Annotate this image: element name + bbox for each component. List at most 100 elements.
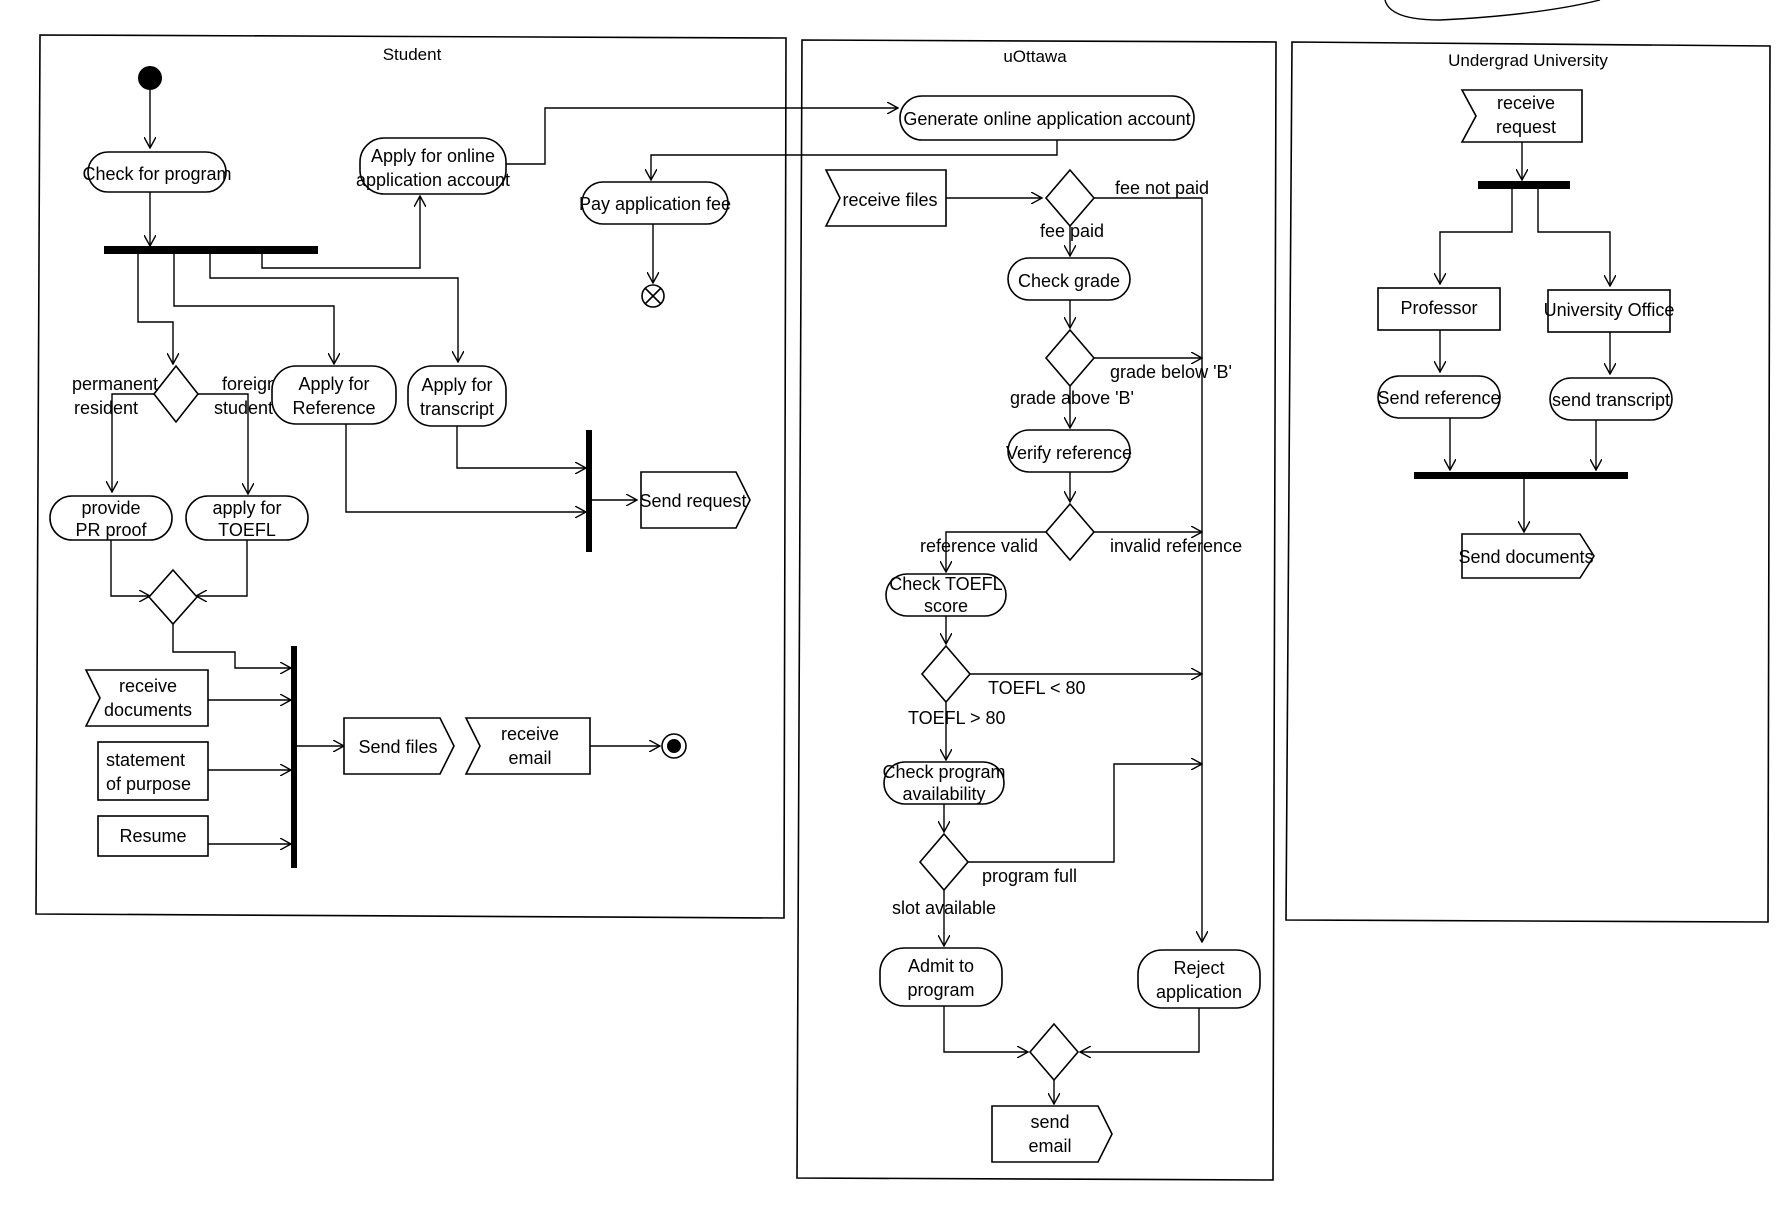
lane-undergrad: Undergrad University xyxy=(1285,41,1771,923)
svg-text:Check for program: Check for program xyxy=(82,164,231,184)
svg-text:PR proof: PR proof xyxy=(75,520,147,540)
accept-event-receive-files: receive files xyxy=(824,169,947,227)
activity-apply-toefl: apply for TOEFL xyxy=(185,495,309,541)
label-permanent: permanent xyxy=(72,374,158,394)
label-program-full: program full xyxy=(982,866,1077,886)
decision-availability xyxy=(918,832,970,892)
svg-text:Reference: Reference xyxy=(292,398,375,418)
svg-text:of purpose: of purpose xyxy=(106,774,191,794)
edge xyxy=(261,196,420,269)
svg-text:Admit to: Admit to xyxy=(908,956,974,976)
activity-reject: Reject application xyxy=(1137,949,1261,1009)
svg-text:receive: receive xyxy=(501,724,559,744)
lane-title-undergrad: Undergrad University xyxy=(1448,51,1608,70)
svg-text:provide: provide xyxy=(81,498,140,518)
edge xyxy=(946,531,1046,572)
edge xyxy=(110,540,150,596)
svg-text:University Office: University Office xyxy=(1544,300,1675,320)
send-signal-send-files: Send files xyxy=(343,717,455,775)
edge-reject-line xyxy=(1094,197,1202,942)
accept-event-receive-request: receive request xyxy=(1460,89,1583,143)
join-bar-files xyxy=(291,646,297,868)
svg-text:documents: documents xyxy=(104,700,192,720)
initial-node xyxy=(138,66,162,90)
edge xyxy=(651,140,1058,180)
activity-check-availability: Check program availability xyxy=(882,761,1006,805)
label-foreign: foreign xyxy=(222,374,277,394)
svg-text:Apply for online: Apply for online xyxy=(371,146,495,166)
flow-final-node xyxy=(641,284,665,308)
label-fee-paid: fee paid xyxy=(1040,221,1104,241)
activity-pr-proof: provide PR proof xyxy=(49,495,173,541)
activity-send-reference: Send reference xyxy=(1377,375,1501,419)
activity-generate-account: Generate online application account xyxy=(899,95,1195,141)
svg-text:apply for: apply for xyxy=(212,498,281,518)
join-bar-undergrad xyxy=(1414,472,1628,479)
svg-text:statement: statement xyxy=(106,750,185,770)
label-invalid-reference: invalid reference xyxy=(1110,536,1242,556)
lane-student: Student xyxy=(35,34,787,919)
object-resume: Resume xyxy=(97,815,209,857)
svg-text:Send files: Send files xyxy=(358,737,437,757)
object-university-office: University Office xyxy=(1544,289,1675,333)
svg-text:Check program: Check program xyxy=(882,762,1005,782)
activity-apply-transcript: Apply for transcript xyxy=(407,365,507,427)
edge xyxy=(172,624,291,668)
svg-text:send transcript: send transcript xyxy=(1552,390,1670,410)
merge-decision xyxy=(1028,1022,1080,1082)
lane-uottawa: uOttawa xyxy=(796,39,1277,1181)
activity-check-program: Check for program xyxy=(82,151,232,193)
edge xyxy=(137,254,173,364)
object-professor: Professor xyxy=(1377,287,1501,331)
edge xyxy=(198,393,248,494)
send-signal-send-email: send email xyxy=(991,1105,1113,1163)
svg-text:Send documents: Send documents xyxy=(1458,547,1593,567)
label-toefl-lt: TOEFL < 80 xyxy=(988,678,1086,698)
activity-final-node xyxy=(661,733,687,759)
send-signal-send-documents: Send documents xyxy=(1458,533,1595,579)
edge xyxy=(345,424,586,512)
label-student: student xyxy=(214,398,273,418)
svg-text:Resume: Resume xyxy=(119,826,186,846)
svg-text:request: request xyxy=(1496,117,1556,137)
svg-text:score: score xyxy=(924,596,968,616)
svg-text:application account: application account xyxy=(356,170,510,190)
label-fee-not-paid: fee not paid xyxy=(1115,178,1209,198)
svg-text:receive: receive xyxy=(119,676,177,696)
join-bar-requests xyxy=(586,430,592,552)
edge xyxy=(1440,189,1513,284)
svg-text:application: application xyxy=(1156,982,1242,1002)
decision-fee xyxy=(1044,168,1096,228)
decision-grade xyxy=(1044,328,1096,388)
svg-text:Check grade: Check grade xyxy=(1018,271,1120,291)
svg-text:TOEFL: TOEFL xyxy=(218,520,276,540)
svg-text:Pay application fee: Pay application fee xyxy=(579,194,731,214)
svg-text:Verify reference: Verify reference xyxy=(1006,443,1132,463)
edge xyxy=(943,1006,1028,1052)
fork-bar xyxy=(104,246,318,254)
svg-text:Check TOEFL: Check TOEFL xyxy=(889,574,1002,594)
sketch-stroke xyxy=(1384,0,1601,21)
activity-send-transcript: send transcript xyxy=(1549,377,1673,421)
activity-admit: Admit to program xyxy=(879,947,1003,1007)
decision-toefl xyxy=(920,644,972,704)
object-statement: statement of purpose xyxy=(97,741,209,801)
svg-text:program: program xyxy=(907,980,974,1000)
label-toefl-gt: TOEFL > 80 xyxy=(908,708,1006,728)
decision-residency xyxy=(152,364,200,424)
svg-text:send: send xyxy=(1030,1112,1069,1132)
fork-bar-undergrad xyxy=(1478,181,1570,189)
svg-text:Send request: Send request xyxy=(639,491,746,511)
svg-text:email: email xyxy=(508,748,551,768)
edge xyxy=(456,426,586,468)
label-reference-valid: reference valid xyxy=(920,536,1038,556)
lane-title-student: Student xyxy=(383,45,442,64)
lane-title-uottawa: uOttawa xyxy=(1003,47,1067,66)
merge-residency xyxy=(147,568,199,626)
svg-text:Apply for: Apply for xyxy=(421,375,492,395)
label-grade-above: grade above 'B' xyxy=(1010,388,1134,408)
svg-text:receive: receive xyxy=(1497,93,1555,113)
activity-apply-reference: Apply for Reference xyxy=(271,365,397,425)
label-resident: resident xyxy=(74,398,138,418)
edge xyxy=(968,764,1202,863)
